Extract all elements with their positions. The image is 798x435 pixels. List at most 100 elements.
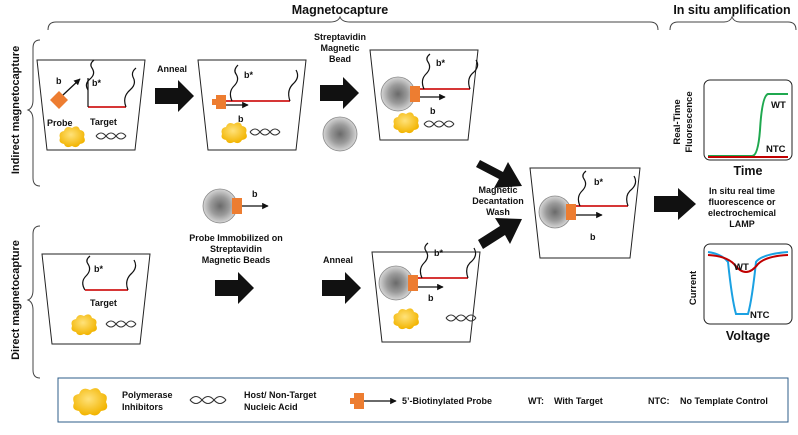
method-line3: electrochemical xyxy=(708,208,776,218)
host-nucleic-acid xyxy=(105,320,137,328)
arrow-to-amplification xyxy=(654,188,696,220)
direct-target-strand xyxy=(82,255,91,291)
hybrid-probe-label: b xyxy=(238,114,244,124)
method-line2: fluorescence or xyxy=(708,197,776,207)
probe-strand-label: b xyxy=(56,76,62,86)
legend-wt-key: WT: xyxy=(528,396,544,406)
probe-orange xyxy=(232,198,242,214)
method-line4: LAMP xyxy=(729,219,755,229)
probe-orange xyxy=(50,91,68,109)
tube-indirect-1 xyxy=(36,59,146,151)
method-line1: In situ real time xyxy=(709,186,775,196)
host-nucleic-acid xyxy=(249,128,281,136)
legend-host-icon xyxy=(189,395,227,405)
legend-wt-value: With Target xyxy=(554,396,603,406)
arrow-anneal-direct xyxy=(322,272,361,304)
wash-line2: Decantation xyxy=(472,196,524,206)
electro-xlabel: Voltage xyxy=(726,329,770,343)
step-anneal-indirect: Anneal xyxy=(157,64,187,74)
legend-host-line1: Host/ Non-Target xyxy=(244,390,316,400)
wt-curve xyxy=(708,93,788,157)
target-label: Target xyxy=(90,117,117,127)
side-label-indirect: Indirect magnetocapture xyxy=(10,46,22,174)
legend-probe-label: 5’-Biotinylated Probe xyxy=(402,396,492,406)
bracket-amplification xyxy=(669,15,797,31)
captured-probe-label: b xyxy=(430,106,436,116)
polymerase-inhibitor-blob xyxy=(221,122,247,144)
immobilized-probe-bead xyxy=(202,188,238,224)
fluor-ylabel-line2: Fluorescence xyxy=(684,91,695,152)
legend-polymerase-line1: Polymerase xyxy=(122,390,173,400)
step-anneal-direct: Anneal xyxy=(323,255,353,265)
target-tail xyxy=(124,67,137,108)
header-in-situ-amplification: In situ amplification xyxy=(673,3,790,17)
wash-line3: Wash xyxy=(486,207,510,217)
fluor-ylabel-line1: Real-Time xyxy=(672,99,683,144)
arrow-merge-down xyxy=(476,160,522,188)
fluorescence-plot xyxy=(703,79,793,161)
legend-ntc-key: NTC: xyxy=(648,396,670,406)
arrow-add-bead xyxy=(320,77,359,109)
direct-captured-strand-label: b* xyxy=(434,248,443,258)
fluor-xlabel: Time xyxy=(734,164,763,178)
legend-polymerase-line2: Inhibitors xyxy=(122,402,163,412)
direct-target-strand-label: b* xyxy=(94,264,103,274)
wt-electro-curve xyxy=(707,254,789,274)
electro-ylabel: Current xyxy=(688,270,699,305)
electro-ntc-label: NTC xyxy=(750,310,770,321)
legend-host-line2: Nucleic Acid xyxy=(244,402,298,412)
washed-tail xyxy=(626,175,637,207)
direct-target-label: Target xyxy=(90,298,117,308)
washed-strand xyxy=(577,170,587,207)
side-label-direct: Direct magnetocapture xyxy=(10,240,22,360)
step-bead-line2: Magnetic xyxy=(320,43,359,53)
probe-orange xyxy=(216,95,226,109)
bracket-magnetocapture xyxy=(47,15,659,31)
electro-wt-label: WT xyxy=(734,262,749,273)
legend-inhibitor-icon xyxy=(73,388,108,416)
probe-orange xyxy=(566,204,576,220)
header-magnetocapture: Magnetocapture xyxy=(292,3,389,17)
target-strand xyxy=(85,59,95,91)
captured-strand xyxy=(421,53,431,90)
captured-strand-label: b* xyxy=(436,58,445,68)
bead-complex xyxy=(380,76,416,112)
washed-strand-label: b* xyxy=(594,177,603,187)
step-bead-line1: Streptavidin xyxy=(314,32,366,42)
host-nucleic-acid xyxy=(423,120,455,128)
probe-label: Probe xyxy=(47,118,73,128)
direct-captured-probe-label: b xyxy=(428,293,434,303)
bead-complex xyxy=(378,265,414,301)
fluor-ntc-label: NTC xyxy=(766,144,786,155)
host-nucleic-acid xyxy=(445,314,477,322)
polymerase-inhibitor-blob xyxy=(71,314,97,336)
legend-ntc-value: No Template Control xyxy=(680,396,768,406)
electrochemical-plot xyxy=(703,243,793,325)
direct-target-tail xyxy=(126,259,137,291)
hybrid-strand-label: b* xyxy=(244,70,253,80)
direct-captured-strand xyxy=(419,242,429,279)
legend-panel xyxy=(57,377,789,423)
washed-probe-label: b xyxy=(590,232,596,242)
host-nucleic-acid xyxy=(95,132,127,140)
hybrid-tail xyxy=(288,69,299,102)
polymerase-inhibitor-blob xyxy=(393,112,419,134)
streptavidin-bead xyxy=(322,116,358,152)
immobilized-text-line2: Streptavidin xyxy=(210,244,262,254)
arrow-merge-up xyxy=(478,218,522,249)
polymerase-inhibitor-blob xyxy=(393,308,419,330)
probe-orange xyxy=(408,275,418,291)
immobilized-text-line1: Probe Immobilized on xyxy=(189,233,283,243)
probe-strand xyxy=(62,78,81,96)
hybrid-strand xyxy=(229,64,239,102)
bracket-indirect xyxy=(26,39,41,187)
bracket-direct xyxy=(26,225,41,379)
arrow-add-probe-beads xyxy=(215,272,254,304)
fluor-wt-label: WT xyxy=(771,100,786,111)
step-bead-line3: Bead xyxy=(329,54,351,64)
polymerase-inhibitor-blob xyxy=(59,126,85,148)
probe-orange xyxy=(212,99,216,105)
direct-captured-tail xyxy=(466,247,477,279)
captured-tail xyxy=(468,59,479,90)
